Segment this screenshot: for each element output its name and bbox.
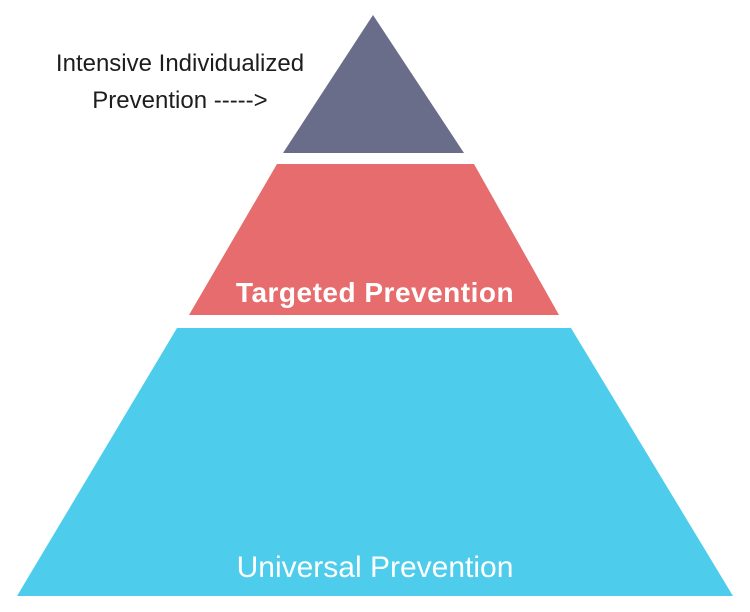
tier-top-triangle [283, 15, 464, 153]
tier-bottom-trapezoid [17, 328, 733, 596]
annotation-line-2: Prevention -----> [92, 87, 268, 114]
tier-middle-trapezoid [189, 164, 559, 315]
targeted-prevention-label: Targeted Prevention [235, 277, 515, 308]
universal-prevention-label: Universal Prevention [236, 551, 514, 584]
annotation-line-1: Intensive Individualized [55, 50, 305, 77]
top-tier-annotation: Intensive Individualized Prevention ----… [40, 45, 320, 119]
